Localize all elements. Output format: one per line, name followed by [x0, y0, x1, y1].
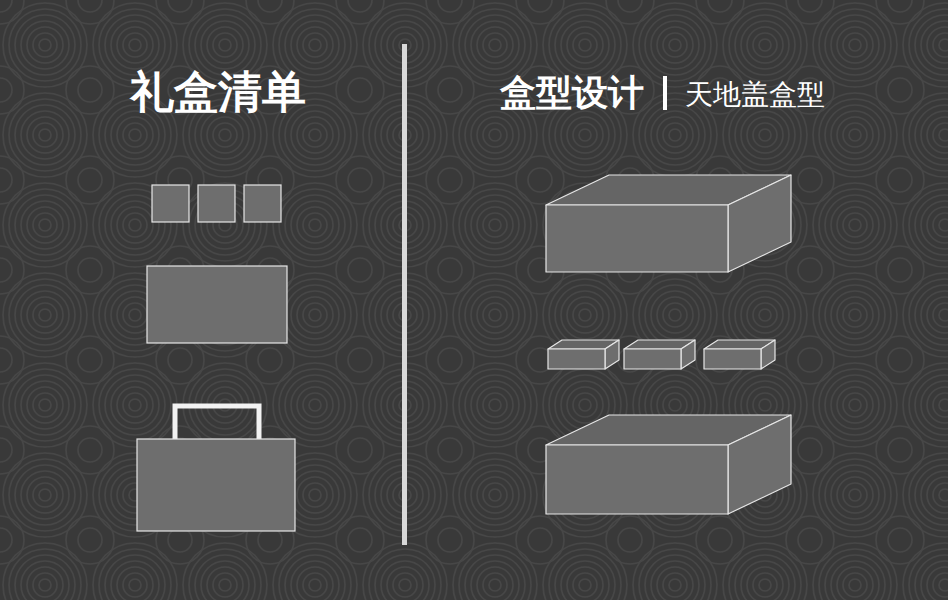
gift-bag [137, 439, 295, 531]
large-box [147, 266, 287, 343]
section-title: 盒型设计 [500, 73, 644, 113]
divider-line [402, 44, 407, 545]
insert-box [548, 340, 619, 369]
section-subtitle: 天地盖盒型 [685, 80, 825, 111]
gift-list [137, 185, 295, 531]
insert-box [704, 340, 775, 369]
box-design [546, 175, 791, 514]
small-box [198, 185, 235, 222]
small-box [152, 185, 189, 222]
title-bar [663, 76, 667, 110]
insert-box [624, 340, 695, 369]
section-title: 礼盒清单 [130, 68, 306, 116]
base-box [546, 415, 791, 514]
lid-box [546, 175, 791, 272]
small-box [244, 185, 281, 222]
